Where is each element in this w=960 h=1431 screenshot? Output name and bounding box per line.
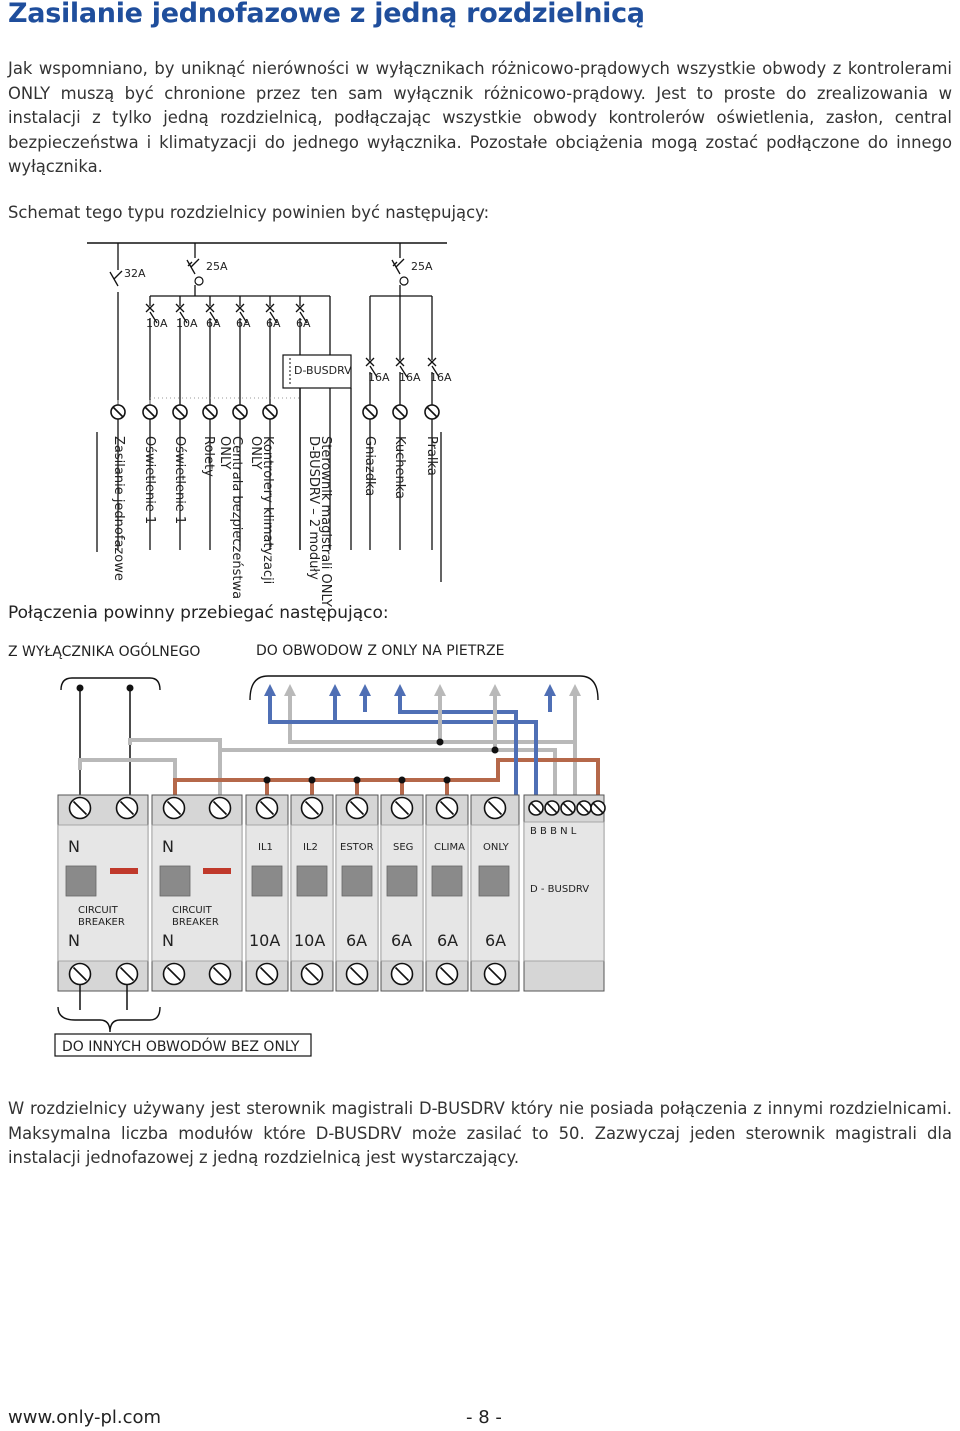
breaker-rating-4: 6A	[236, 317, 251, 330]
dbusdrv-box-label: D-BUSDRV	[294, 364, 352, 377]
breaker-rating-1: 10A	[146, 317, 168, 330]
circuit-label-2: Oświetlenie 1	[142, 436, 157, 524]
circuit-label-4: Rolety	[201, 436, 216, 477]
breaker-rating-2: 10A	[176, 317, 198, 330]
page-number: - 8 -	[466, 1407, 502, 1428]
wiring-diagram: N N CIRCUIT BREAKER CIRCUIT BREAKER N N …	[54, 675, 606, 1057]
rcd2-text2: BREAKER	[172, 917, 219, 928]
label-from-main: Z WYŁĄCZNIKA OGÓLNEGO	[8, 642, 200, 660]
footer-url: www.only-pl.com	[8, 1407, 162, 1428]
dbus-terminal-labels: B B B N L	[530, 826, 577, 837]
circuit-label-6a: Kontrolery klimatyzacji	[260, 436, 275, 584]
circuit-label-9: Kuchenka	[392, 436, 407, 499]
rcd2-rating: 25A	[411, 260, 433, 273]
rcd2-n-bottom: N	[162, 931, 174, 950]
mcb-rating-1: 10A	[249, 931, 280, 950]
breaker-rating-6: 6A	[296, 317, 311, 330]
intro-paragraph: Jak wspomniano, by uniknąć nierówności w…	[8, 59, 952, 177]
page-title: Zasilanie jednofazowe z jedną rozdzielni…	[8, 0, 645, 29]
circuit-label-1: Zasilanie jednofazowe	[111, 436, 126, 581]
mcb-label-1: IL1	[258, 842, 273, 853]
circuit-label-3: Oświetlenie 1	[172, 436, 187, 524]
breaker-rating-5: 6A	[266, 317, 281, 330]
mcb-label-2: IL2	[303, 842, 318, 853]
circuit-label-7a: Sterownik magistrali ONLY	[318, 436, 333, 607]
mcb-label-3: ESTOR	[340, 842, 374, 853]
right-rating-2: 16A	[399, 371, 421, 384]
label-to-only: DO OBWODOW Z ONLY NA PIETRZE	[256, 643, 504, 659]
mcb-rating-2: 10A	[294, 931, 325, 950]
circuit-label-6b: ONLY	[248, 436, 263, 469]
mcb-label-5: CLIMA	[434, 842, 465, 853]
circuit-label-7b: D-BUSDRV – 2 moduły	[306, 436, 321, 580]
circuit-label-5a: Centrala bezpieczeństwa	[229, 436, 244, 599]
rcd1-text2: BREAKER	[78, 917, 125, 928]
circuit-label-5b: ONLY	[217, 436, 232, 469]
rcd2-n-top: N	[162, 837, 174, 856]
mcb-rating-3: 6A	[346, 931, 367, 950]
schema-heading: Schemat tego typu rozdzielnicy powinien …	[8, 203, 490, 222]
circuit-labels: Zasilanie jednofazowe Oświetlenie 1 Oświ…	[111, 436, 439, 607]
circuit-label-10: Pralka	[424, 436, 439, 476]
rcd1-n-top: N	[68, 837, 80, 856]
right-rating-3: 16A	[430, 371, 452, 384]
breaker-rating-3: 6A	[206, 317, 221, 330]
mcb-rating-5: 6A	[437, 931, 458, 950]
mcb-label-4: SEG	[393, 842, 413, 853]
right-rating-1: 16A	[368, 371, 390, 384]
circuit-label-8: Gniazdka	[362, 436, 377, 496]
rcd2-text1: CIRCUIT	[172, 905, 213, 916]
mcb-rating-4: 6A	[391, 931, 412, 950]
rcd1-text1: CIRCUIT	[78, 905, 119, 916]
rcd1-n-bottom: N	[68, 931, 80, 950]
rcd1-rating: 25A	[206, 260, 228, 273]
label-other-circuits: DO INNYCH OBWODÓW BEZ ONLY	[62, 1037, 300, 1055]
mcb-rating-6: 6A	[485, 931, 506, 950]
dbus-module-name: D - BUSDRV	[530, 884, 589, 895]
outro-paragraph: W rozdzielnicy używany jest sterownik ma…	[8, 1099, 952, 1168]
single-line-schematic: 32A 25A 25A	[87, 242, 452, 607]
mcb-label-6: ONLY	[483, 842, 510, 853]
main-switch-rating: 32A	[124, 267, 146, 280]
connections-heading: Połączenia powinny przebiegać następując…	[8, 603, 389, 623]
